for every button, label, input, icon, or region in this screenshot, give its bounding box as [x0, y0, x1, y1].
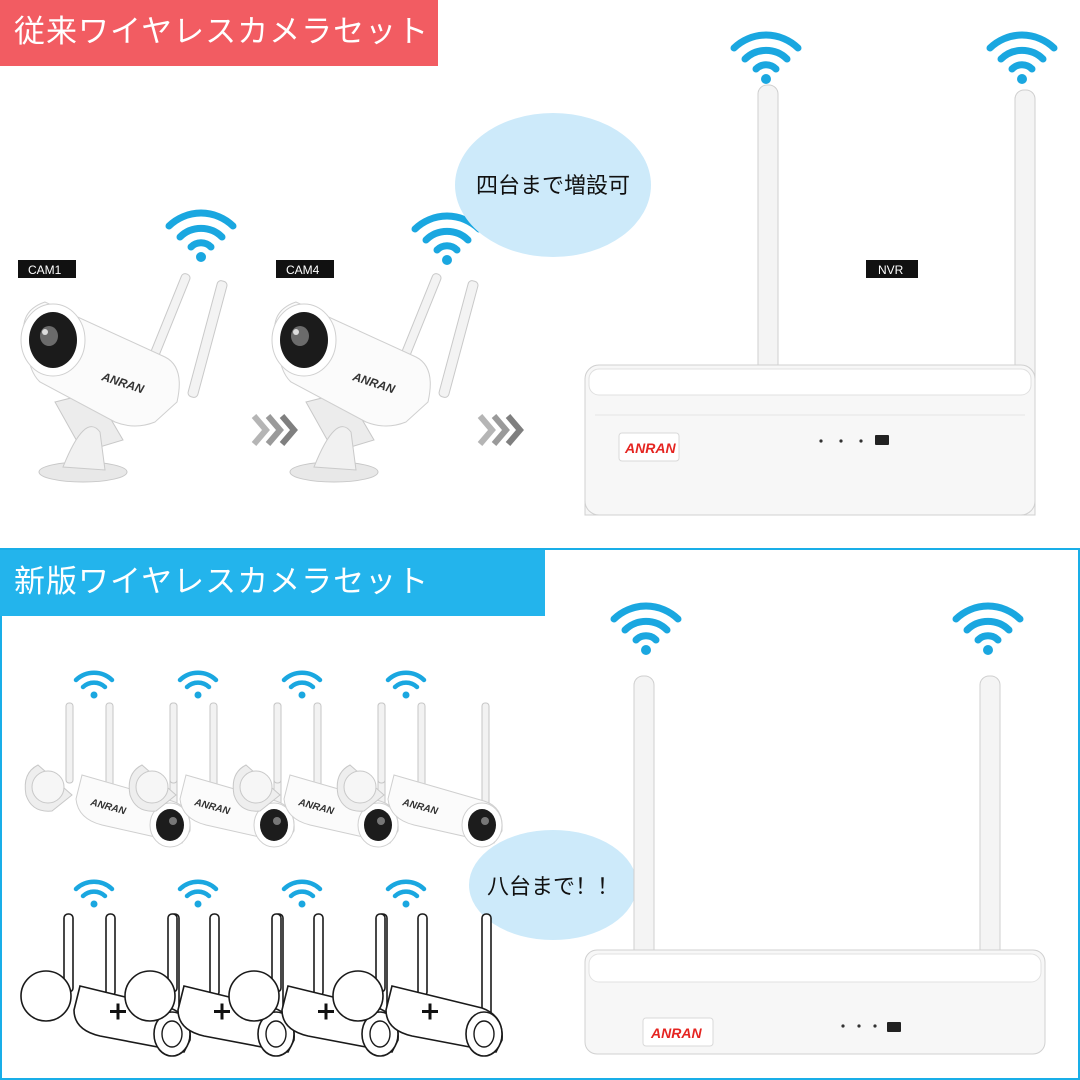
wifi-icon [388, 882, 424, 908]
triple-chevron-right-icon [254, 416, 294, 444]
wifi-icon [76, 882, 112, 908]
nvr-antenna-right [979, 675, 1001, 963]
wifi-icon [990, 35, 1054, 84]
wifi-icon [614, 606, 678, 655]
cam4-label: CAM4 [276, 260, 334, 278]
wifi-icon [415, 216, 479, 265]
wifi-icon [169, 213, 233, 262]
svg-text:NVR: NVR [878, 263, 904, 277]
camera-cam1 [20, 271, 229, 483]
svg-text:CAM1: CAM1 [28, 263, 62, 277]
cam1-label: CAM1 [18, 260, 76, 278]
bubble-text-old: 四台まで増設可 [476, 174, 630, 199]
wifi-icon [284, 673, 320, 699]
svg-text:CAM4: CAM4 [286, 263, 320, 277]
svg-text:ANRAN: ANRAN [650, 1025, 702, 1041]
speech-bubble [469, 830, 637, 940]
wifi-icon [388, 673, 424, 699]
wifi-icon [180, 882, 216, 908]
nvr-antenna-left [633, 675, 655, 963]
new-set-banner: 新版ワイヤレスカメラセット [0, 550, 545, 616]
camera-cam4 [271, 271, 480, 483]
bubble-text-new: 八台まで！！ [487, 875, 619, 900]
triple-chevron-right-icon [480, 416, 520, 444]
wifi-icon [734, 35, 798, 84]
nvr-antenna-left [757, 84, 779, 376]
camera-new-1 [24, 702, 191, 848]
wifi-icon [284, 882, 320, 908]
wifi-icon [956, 606, 1020, 655]
wifi-icon [180, 673, 216, 699]
speech-bubble [455, 113, 651, 257]
wifi-icon [76, 673, 112, 699]
old-set-banner: 従来ワイヤレスカメラセット [0, 0, 438, 66]
nvr-recorder [584, 364, 1036, 516]
nvr-label: NVR [866, 260, 918, 278]
